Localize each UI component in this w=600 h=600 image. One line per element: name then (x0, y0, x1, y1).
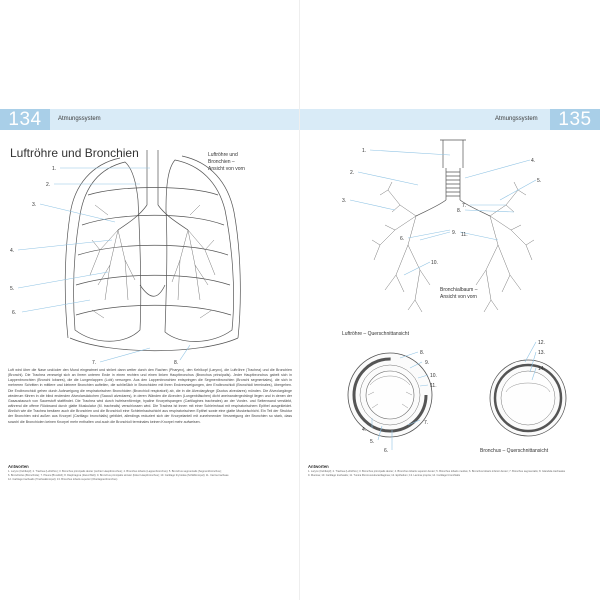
bronchus-cs-label-12: 12. (538, 340, 545, 346)
lungs-label-8: 8. (174, 360, 178, 366)
lungs-caption-line-3: Ansicht von vorn (208, 166, 245, 172)
left-answers-line: 12. Cartilago trachealis (Trachealknorpe… (8, 478, 118, 482)
tree-label-numbers: 1. 2. 3. 4. 5. 6. 7. 8. 9. 10. 11. (342, 148, 541, 266)
trachea-cs-label-7: 7. (424, 420, 428, 426)
left-header-band: 134 Atmungssystem (0, 109, 300, 130)
right-page-number: 135 (558, 109, 592, 130)
lungs-illustration: 1. 2. 3. 4. 5. 6. 7. 8. (10, 150, 241, 366)
left-answers-text: 1. Larynx (Kehlkopf); 2. Trachea (Luftrö… (8, 470, 292, 483)
left-page-title: Luftröhre und Bronchien (10, 146, 139, 160)
bronchial-tree-drawing (415, 139, 491, 217)
lungs-label-6: 6. (12, 310, 16, 316)
left-page: 134 Atmungssystem Luftröhre und Bronchie… (0, 109, 300, 483)
trachea-cs-label-numbers: 4. 5. 6. 7. 8. 9. 10. 11. (362, 350, 437, 454)
trachea-cs-caption: Luftröhre – Querschnittansicht (342, 331, 409, 337)
tree-label-11: 11. (461, 232, 468, 238)
trachea-cs-label-11: 11. (430, 383, 437, 389)
bronchus-cross-section (489, 359, 567, 437)
lungs-caption-line-1: Luftröhre und (208, 152, 238, 158)
tree-caption-line-2: Ansicht von vorn (440, 294, 477, 300)
bronchus-cs-leader-lines (524, 341, 537, 381)
trachea-cs-label-5: 5. (370, 439, 374, 445)
left-chapter-title: Atmungssystem (58, 116, 101, 122)
left-body-text: Luft wird über die Nase und/oder den Mun… (8, 368, 292, 424)
tree-label-6: 6. (400, 236, 404, 242)
tree-label-5: 5. (537, 178, 541, 184)
lungs-leader-lines (17, 167, 191, 363)
lungs-label-4: 4. (10, 248, 14, 254)
right-page: Atmungssystem 135 (300, 0, 600, 600)
tree-label-3: 3. (342, 198, 346, 204)
lungs-label-7: 7. (92, 360, 96, 366)
lungs-caption-line-2: Bronchien – (208, 159, 235, 165)
left-page-number-box: 134 (0, 109, 50, 130)
bronchus-cs-label-13: 13. (538, 350, 545, 356)
left-answers-title: Antworten (8, 464, 29, 469)
trachea-cs-label-10: 10. (430, 373, 437, 379)
tree-label-8: 8. (457, 208, 461, 214)
tree-label-9: 9. (452, 230, 456, 236)
lungs-label-3: 3. (32, 202, 36, 208)
bronchial-tree-branches (371, 181, 535, 313)
right-header-band: Atmungssystem 135 (300, 109, 600, 130)
trachea-cs-label-6: 6. (384, 448, 388, 454)
lungs-label-5: 5. (10, 286, 14, 292)
bronchial-tree-illustration: 1. 2. 3. 4. 5. 6. 7. 8. 9. 10. 11. (342, 139, 541, 313)
right-answers-line: 9. Mucosa; 10. Cartilago trachealis; 11.… (308, 474, 461, 478)
tree-caption-line-1: Bronchialbaum – (440, 287, 478, 293)
right-page-number-box: 135 (550, 109, 600, 130)
bronchus-cs-label-numbers: 12. 13. 14. (538, 340, 545, 372)
tree-figure-caption: Bronchialbaum – Ansicht von vorn (440, 287, 478, 301)
right-answers-line: 1. Larynx (Kehlkopf); 2. Trachea (Luftrö… (308, 470, 566, 473)
left-answers-line: 6. Bronchiolus (Bronchiole); 7. Pleura (… (8, 474, 229, 478)
lungs-label-1: 1. (52, 166, 56, 172)
trachea-cs-leader-lines (371, 351, 429, 450)
lungs-figure-caption: Luftröhre und Bronchien – Ansicht von vo… (208, 152, 245, 173)
tree-label-4: 4. (531, 158, 535, 164)
bronchus-cs-label-14: 14. (538, 366, 545, 372)
cross-section-illustrations: 4. 5. 6. 7. 8. 9. 10. 11. 12. 13. 14. (347, 340, 567, 454)
bronchus-cs-caption: Bronchus – Querschnittansicht (480, 448, 549, 454)
right-chapter-title: Atmungssystem (495, 116, 538, 122)
lungs-outline (64, 150, 241, 352)
tree-leader-lines (349, 149, 537, 276)
tree-label-1: 1. (362, 148, 366, 154)
left-answers-line: 1. Larynx (Kehlkopf); 2. Trachea (Luftrö… (8, 470, 222, 473)
trachea-cs-label-9: 9. (425, 360, 429, 366)
tree-label-10: 10. (431, 260, 438, 266)
trachea-cs-label-8: 8. (420, 350, 424, 356)
lungs-label-2: 2. (46, 182, 50, 188)
lungs-bronchial-branches (89, 204, 216, 319)
lungs-label-numbers: 1. 2. 3. 4. 5. 6. 7. 8. (10, 166, 178, 366)
tree-label-2: 2. (350, 170, 354, 176)
trachea-cross-section (347, 352, 433, 438)
tree-label-7: 7. (462, 203, 466, 209)
trachea-cs-label-4: 4. (362, 427, 366, 433)
right-answers-title: Antworten (308, 464, 329, 469)
right-answers-text: 1. Larynx (Kehlkopf); 2. Trachea (Luftrö… (308, 470, 592, 478)
left-page-number: 134 (8, 109, 42, 130)
